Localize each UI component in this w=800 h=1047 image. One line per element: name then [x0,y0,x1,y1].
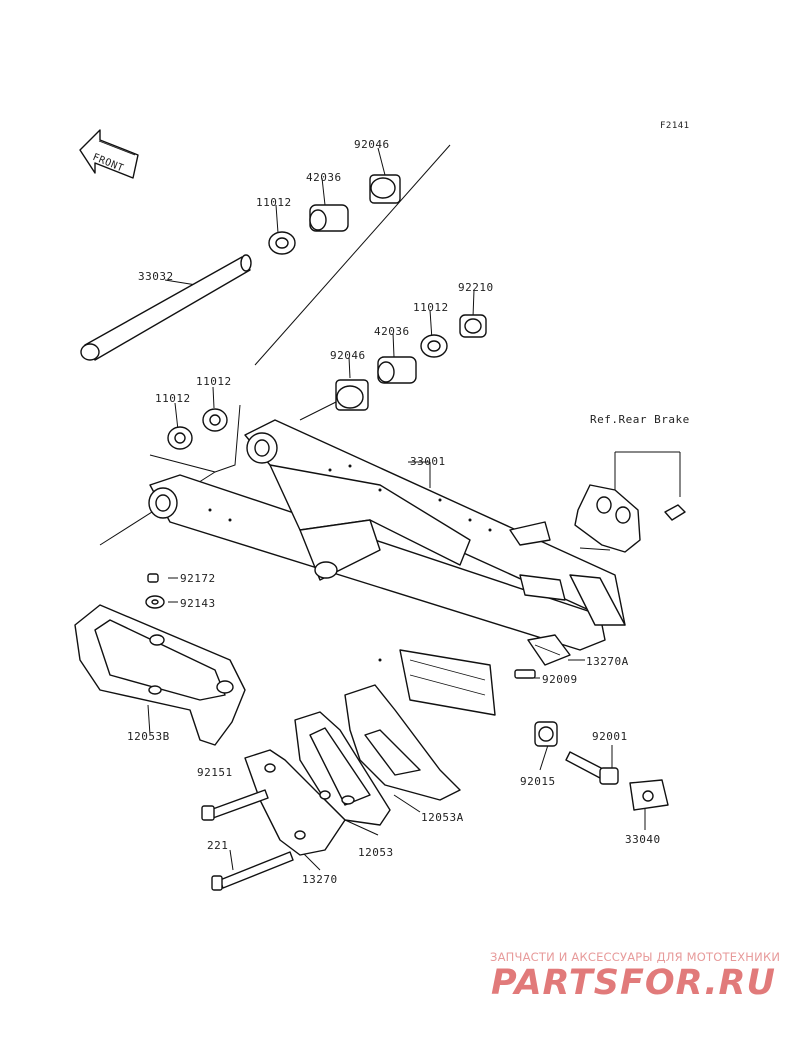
rear-brake-bracket [574,484,686,553]
collar-42036-mid [377,356,417,384]
label-92046-mid: 92046 [330,349,366,362]
label-33040: 33040 [625,833,661,846]
label-42036-upper: 42036 [306,171,342,184]
label-33001: 33001 [410,455,446,468]
label-92143: 92143 [180,597,216,610]
label-11012-upper: 11012 [256,196,292,209]
chain-guide-12053A [344,684,461,801]
label-11012-left-top: 11012 [196,375,232,388]
screw-92009 [514,669,536,679]
label-92046-upper: 92046 [354,138,390,151]
label-92015: 92015 [520,775,556,788]
seal-11012-left [167,426,193,450]
label-92009: 92009 [542,673,578,686]
chain-guide-cover-13270 [244,749,346,856]
collar-42036-upper [309,204,349,232]
explosion-lines [99,144,611,551]
front-arrow-icon [79,129,139,179]
label-92210: 92210 [458,281,494,294]
cap-92210 [459,314,487,338]
bolt-92151 [201,789,269,821]
nut-92015 [534,721,558,747]
washer-92143 [145,595,165,609]
bolt-92001 [565,751,619,785]
leader-lines [147,147,681,871]
seal-11012-left-top [202,408,228,432]
label-11012-left: 11012 [155,392,191,405]
label-42036-mid: 42036 [374,325,410,338]
watermark-logo: PARTSFOR.RU [491,963,776,1003]
chain-guide-12053 [294,711,391,826]
figure-code: F2141 [660,121,690,131]
pivot-shaft-33032 [80,254,252,361]
bearing-92046-mid [335,379,369,411]
seal-11012-upper [268,231,296,255]
label-92151: 92151 [197,766,233,779]
bearing-92046-upper [369,174,401,204]
reference-note: Ref.Rear Brake [590,413,690,426]
label-12053A: 12053A [421,811,464,824]
label-221: 221 [207,839,229,852]
adjuster-33040 [629,779,669,811]
seal-11012-mid [420,334,448,358]
label-92001: 92001 [592,730,628,743]
screw-221 [211,851,294,891]
label-92172: 92172 [180,572,216,585]
label-33032: 33032 [138,270,174,283]
swingarm-33001 [148,419,626,716]
bolt-92172 [147,573,159,583]
label-13270: 13270 [302,873,338,886]
label-12053B: 12053B [127,730,170,743]
clip-13270A [527,634,571,666]
label-11012-mid: 11012 [413,301,449,314]
chain-slipper-12053B [74,604,246,746]
label-13270A: 13270A [586,655,629,668]
watermark-caption: ЗАПЧАСТИ И АКСЕССУАРЫ ДЛЯ МОТОТЕХНИКИ [490,950,781,964]
label-12053: 12053 [358,846,394,859]
